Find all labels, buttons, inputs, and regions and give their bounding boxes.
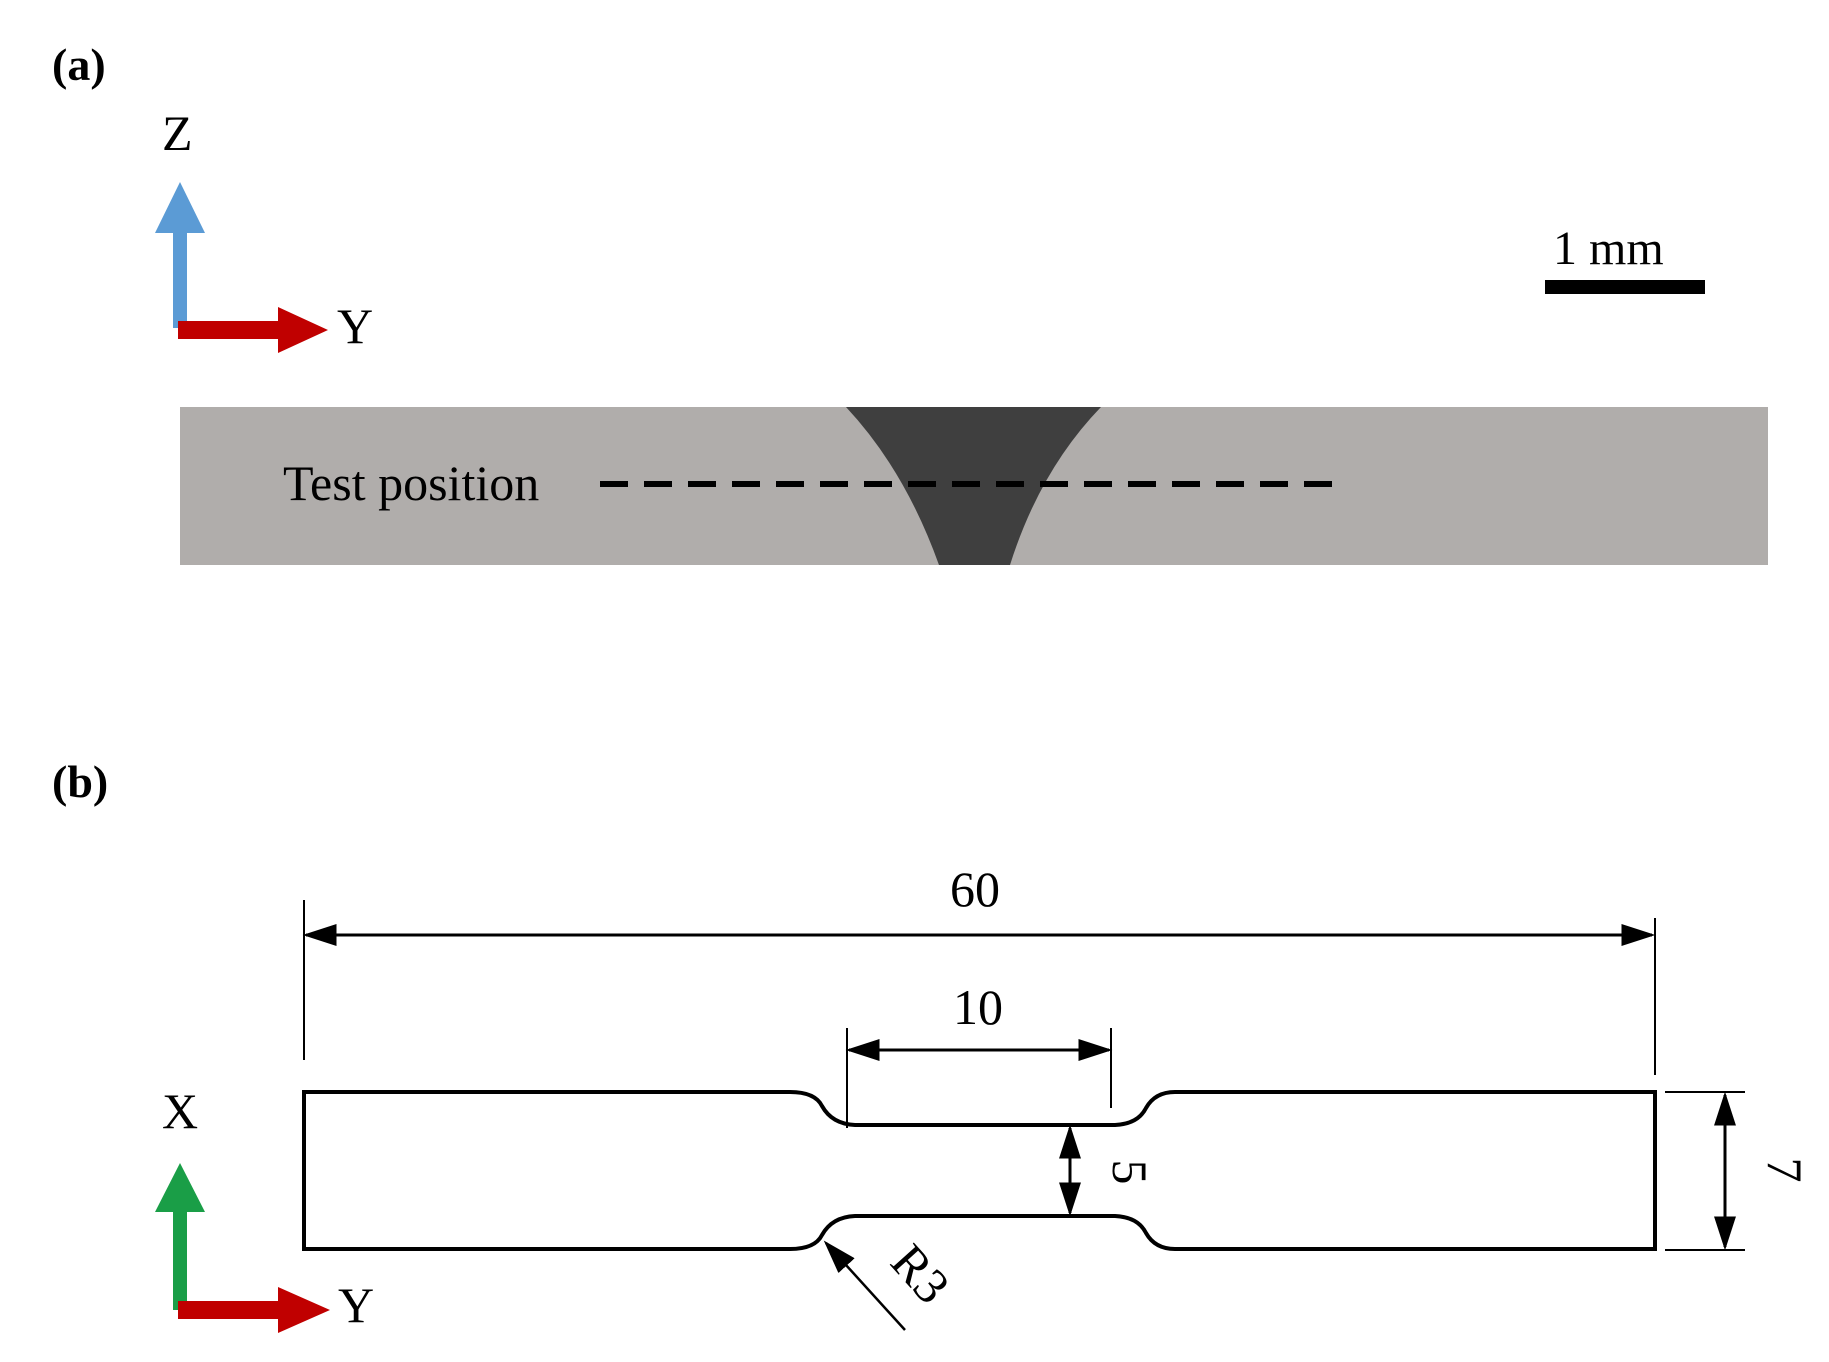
y-axis-arrow-b <box>178 1287 330 1333</box>
y-axis-arrow <box>178 307 328 353</box>
gauge-length-value: 10 <box>953 979 1003 1035</box>
scale-bar: 1 mm <box>1545 222 1705 294</box>
dimension-grip-width: 7 <box>1665 1091 1813 1251</box>
specimen-outline <box>302 1090 1657 1251</box>
dimension-radius: R3 <box>823 1233 961 1331</box>
radius-leader-arrow <box>823 1240 906 1331</box>
scale-bar-line <box>1545 280 1705 294</box>
dimension-total-length: 60 <box>302 861 1656 1075</box>
dimension-gauge-width: 5 <box>1059 1124 1158 1217</box>
z-axis-label: Z <box>162 105 193 161</box>
gauge-width-value: 5 <box>1102 1160 1158 1185</box>
panel-b-label: (b) <box>52 756 108 807</box>
dimension-gauge-length: 10 <box>845 979 1113 1128</box>
panel-a: (a) Z Y 1 mm Test position <box>52 39 1768 565</box>
radius-value: R3 <box>880 1233 961 1314</box>
z-axis-arrow <box>155 182 205 328</box>
panel-b: (b) X Y 60 10 5 <box>52 756 1813 1333</box>
total-length-value: 60 <box>950 861 1000 917</box>
axes-b: X Y <box>155 1083 374 1333</box>
grip-width-value: 7 <box>1757 1158 1813 1183</box>
axes-a: Z Y <box>155 105 373 354</box>
y-axis-label-b: Y <box>338 1277 374 1333</box>
test-position-label: Test position <box>283 455 539 511</box>
panel-a-label: (a) <box>52 39 106 90</box>
y-axis-label: Y <box>337 298 373 354</box>
scale-bar-label: 1 mm <box>1553 222 1664 275</box>
x-axis-arrow <box>155 1163 205 1310</box>
x-axis-label: X <box>162 1083 198 1139</box>
